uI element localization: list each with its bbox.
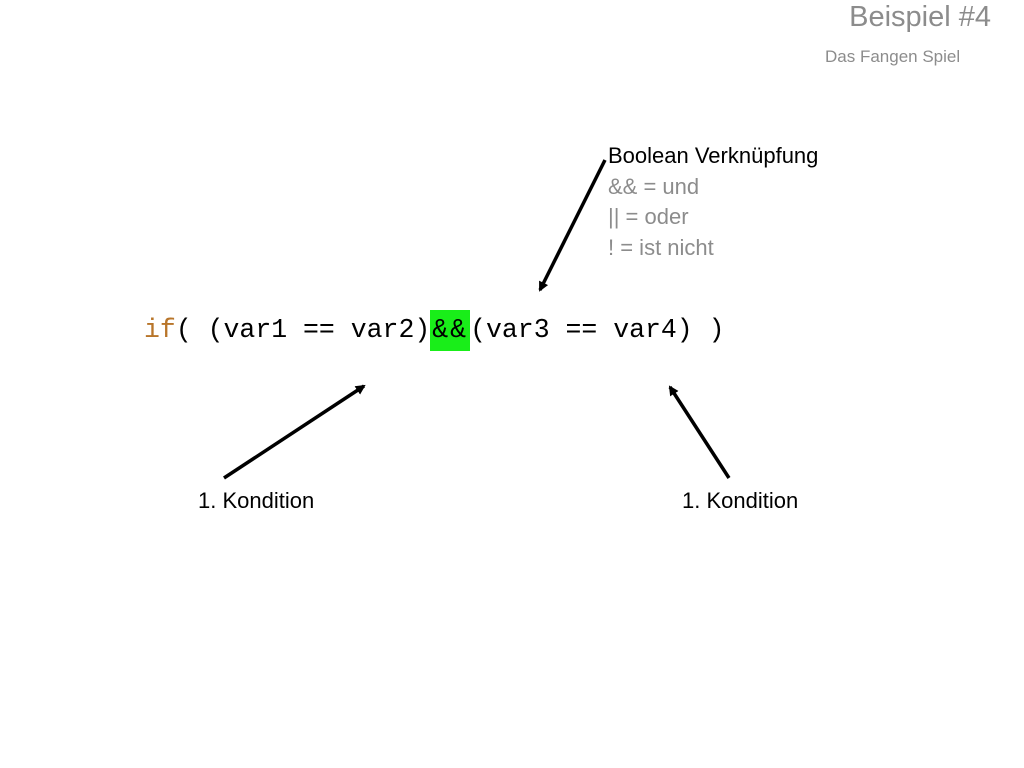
boolean-operators-box: Boolean Verknüpfung && = und || = oder !… [608,141,818,263]
boolean-heading: Boolean Verknüpfung [608,143,819,168]
boolean-line-or: || = oder [608,204,689,229]
arrow-to-left-condition [223,384,366,480]
code-condition-left: ( (var1 == var2) [175,315,431,345]
label-condition-right: 1. Kondition [682,488,799,513]
slide-subtitle: Das Fangen Spiel [825,47,961,66]
code-keyword-if: if [144,315,176,345]
arrow-to-right-condition [668,385,731,479]
slide-title: Beispiel #4 [849,1,991,33]
code-operator-and-highlight: && [430,310,471,351]
arrow-to-operator [538,159,607,292]
boolean-line-and: && = und [608,173,700,199]
code-line: if( (var1 == var2)&&(var3 == var4) ) [144,310,725,351]
label-condition-left: 1. Kondition [198,488,315,513]
code-condition-right: (var3 == var4) ) [470,315,725,345]
boolean-line-not: ! = ist nicht [608,234,714,260]
